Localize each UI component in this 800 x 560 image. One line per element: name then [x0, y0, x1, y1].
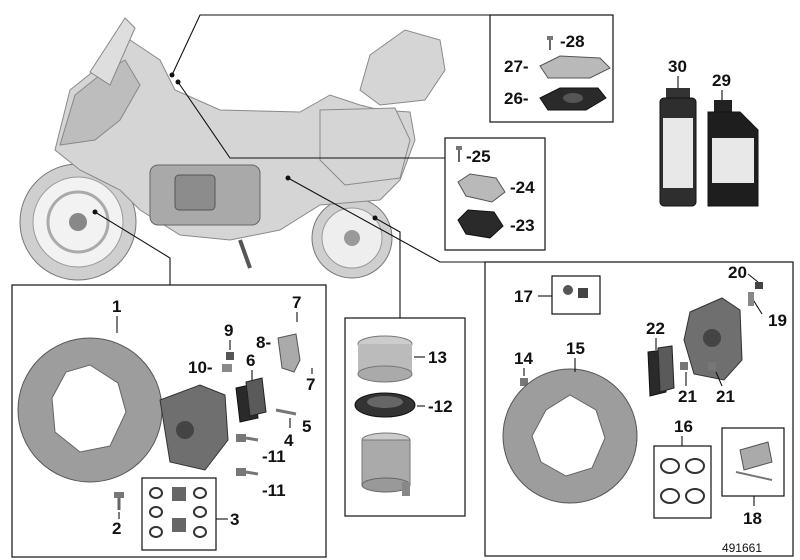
bolt-17 [563, 285, 588, 298]
brake-pads [235, 377, 267, 423]
box-seal-kit-front [141, 477, 217, 551]
spring-8 [277, 333, 301, 373]
box-reservoir-cover-rear [444, 137, 546, 251]
label-9: 9 [224, 321, 233, 340]
brake-disc [17, 337, 163, 483]
bolt-2 [114, 492, 124, 510]
label-3: 3 [230, 510, 239, 529]
sleeve-10 [222, 364, 232, 372]
label-26: 26- [504, 89, 529, 108]
spray-can [659, 88, 697, 207]
box-rear-brake [484, 261, 794, 557]
valve-19 [748, 292, 754, 306]
bolt-11a [236, 434, 259, 442]
box-front-brake [11, 284, 327, 558]
label-7a: 7 [292, 293, 301, 312]
bolt-28 [547, 36, 553, 50]
label-23: -23 [510, 216, 535, 235]
brake-caliper [683, 297, 743, 381]
label-17: 17 [514, 287, 533, 306]
label-21b: 21 [716, 387, 735, 406]
bottle [707, 100, 759, 207]
label-11a: -11 [262, 447, 286, 466]
label-29: 29 [712, 71, 731, 90]
label-11b: -11 [262, 481, 286, 500]
label-5: 5 [302, 417, 311, 436]
box-reservoir-parts [344, 317, 466, 517]
bolt-14 [520, 378, 528, 386]
label-30: 30 [668, 57, 687, 76]
reservoir-cap [539, 55, 611, 111]
label-4: 4 [284, 431, 294, 450]
box-17 [551, 275, 601, 315]
label-25: -25 [466, 147, 491, 166]
label-7b: 7 [306, 375, 315, 394]
label-13: 13 [428, 348, 447, 367]
reservoir-body [361, 432, 411, 496]
seal-kit [149, 487, 207, 538]
leader-lines [92, 14, 490, 318]
box-reservoir-cover-front [489, 14, 614, 123]
label-20: 20 [728, 263, 747, 282]
label-19: 19 [768, 311, 787, 330]
label-12: -12 [428, 397, 453, 416]
bolt-25 [456, 146, 462, 162]
label-8: 8- [256, 333, 271, 352]
motorcycle-illustration [19, 17, 446, 281]
bolt-11b [236, 468, 259, 476]
label-15: 15 [566, 339, 585, 358]
label-14: 14 [514, 349, 533, 368]
label-27: 27- [504, 57, 529, 76]
label-22: 22 [646, 319, 665, 338]
pin-kit-18 [735, 441, 773, 481]
diaphragm-12 [354, 392, 416, 418]
bolt-21a [680, 362, 688, 370]
brake-disc [502, 368, 638, 504]
cover-24 [457, 173, 506, 203]
diagram-id: 491661 [722, 541, 762, 555]
label-18: 18 [743, 509, 762, 528]
label-2: 2 [112, 519, 121, 538]
label-24: -24 [510, 178, 535, 197]
pin-4 [275, 408, 297, 416]
gasket-23 [457, 209, 504, 239]
label-1: 1 [112, 297, 121, 316]
brake-caliper [159, 384, 229, 471]
cap-20 [755, 282, 763, 289]
seal-kit [660, 458, 705, 504]
label-10: 10- [188, 358, 213, 377]
label-16: 16 [674, 417, 693, 436]
label-6: 6 [246, 351, 255, 370]
screw-9 [226, 352, 234, 360]
bolt-21b [708, 362, 716, 370]
label-21a: 21 [678, 387, 697, 406]
box-seal-kit-rear [653, 445, 712, 519]
brake-pads [647, 345, 675, 397]
box-pin-kit [721, 427, 785, 497]
reservoir-cap [357, 335, 413, 383]
label-28: -28 [560, 32, 585, 51]
